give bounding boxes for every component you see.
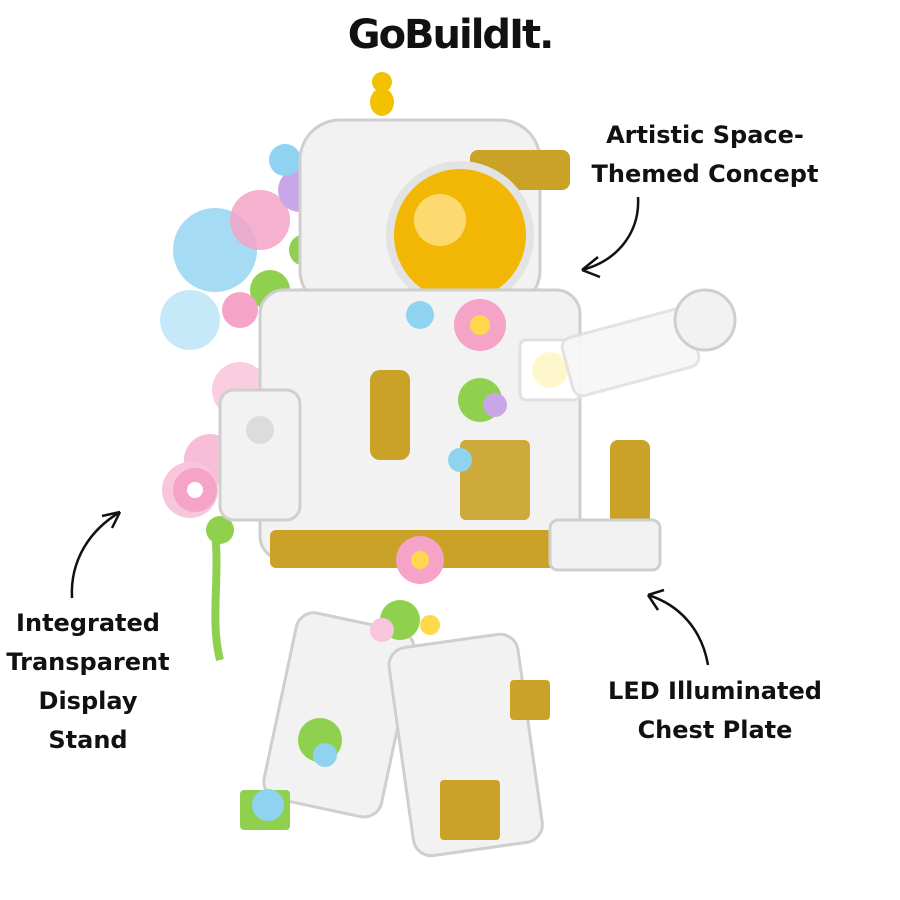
callout-line: LED Illuminated xyxy=(608,677,822,705)
callout-line: Artistic Space- xyxy=(606,121,804,149)
curved-arrow-icon xyxy=(70,510,122,599)
right-arm xyxy=(548,288,737,572)
callout-line: Chest Plate xyxy=(637,716,793,744)
torso xyxy=(258,288,582,568)
callout-line: Integrated xyxy=(16,609,160,637)
callout-space-themed-concept: Artistic Space- Themed Concept xyxy=(560,116,850,194)
callout-line: Transparent xyxy=(6,648,170,676)
helmet xyxy=(298,72,570,312)
callout-line: Display xyxy=(38,687,138,715)
body-flowers xyxy=(173,299,507,821)
curved-arrow-icon xyxy=(646,588,710,666)
legs xyxy=(240,611,550,858)
curved-arrow-icon xyxy=(581,196,640,279)
callout-line: Themed Concept xyxy=(591,160,819,188)
astronaut-brick-set-image xyxy=(160,72,737,858)
brand-logo: GoBuildIt. xyxy=(347,12,555,58)
callout-line: Stand xyxy=(48,726,128,754)
left-arm xyxy=(218,388,302,522)
callout-led-chest-plate: LED Illuminated Chest Plate xyxy=(590,672,840,750)
callout-display-stand: Integrated Transparent Display Stand xyxy=(0,604,176,760)
